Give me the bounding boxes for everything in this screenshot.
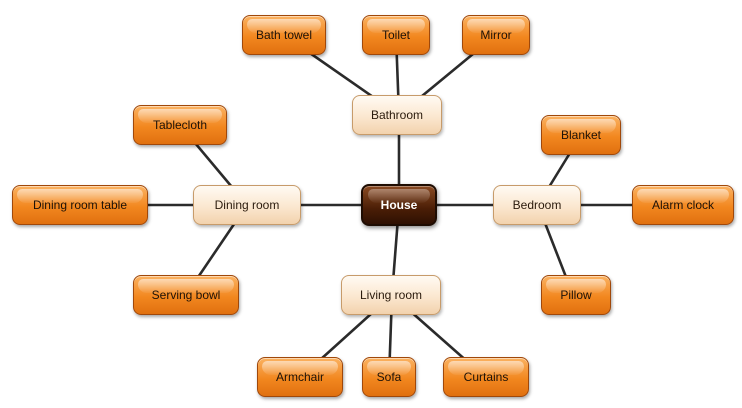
node-label: Armchair — [275, 370, 324, 384]
node-label: Blanket — [560, 128, 602, 142]
node-label: Bedroom — [512, 198, 562, 212]
node-label: Tablecloth — [152, 118, 208, 132]
node-label: Pillow — [560, 288, 592, 302]
node-alarm-clock: Alarm clock — [632, 185, 734, 225]
node-armchair: Armchair — [257, 357, 343, 397]
node-label: Bathroom — [370, 108, 424, 122]
node-dining-room-table: Dining room table — [12, 185, 148, 225]
node-sofa: Sofa — [362, 357, 416, 397]
node-bathroom: Bathroom — [352, 95, 442, 135]
node-label: Bath towel — [255, 28, 313, 42]
node-serving-bowl: Serving bowl — [133, 275, 239, 315]
node-living-room: Living room — [341, 275, 441, 315]
node-toilet: Toilet — [362, 15, 430, 55]
node-pillow: Pillow — [541, 275, 611, 315]
node-bedroom: Bedroom — [493, 185, 581, 225]
node-dining-room: Dining room — [193, 185, 301, 225]
node-label: Curtains — [463, 370, 509, 384]
node-label: House — [380, 198, 418, 212]
node-label: Living room — [359, 288, 423, 302]
node-curtains: Curtains — [443, 357, 529, 397]
node-mirror: Mirror — [462, 15, 530, 55]
node-label: Mirror — [480, 28, 512, 42]
node-label: Serving bowl — [151, 288, 221, 302]
node-label: Dining room — [214, 198, 280, 212]
node-label: Alarm clock — [651, 198, 714, 212]
node-label: Sofa — [376, 370, 402, 384]
node-bath-towel: Bath towel — [242, 15, 326, 55]
node-house: House — [361, 184, 437, 226]
node-blanket: Blanket — [541, 115, 621, 155]
node-label: Dining room table — [32, 198, 128, 212]
node-tablecloth: Tablecloth — [133, 105, 227, 145]
node-label: Toilet — [381, 28, 410, 42]
